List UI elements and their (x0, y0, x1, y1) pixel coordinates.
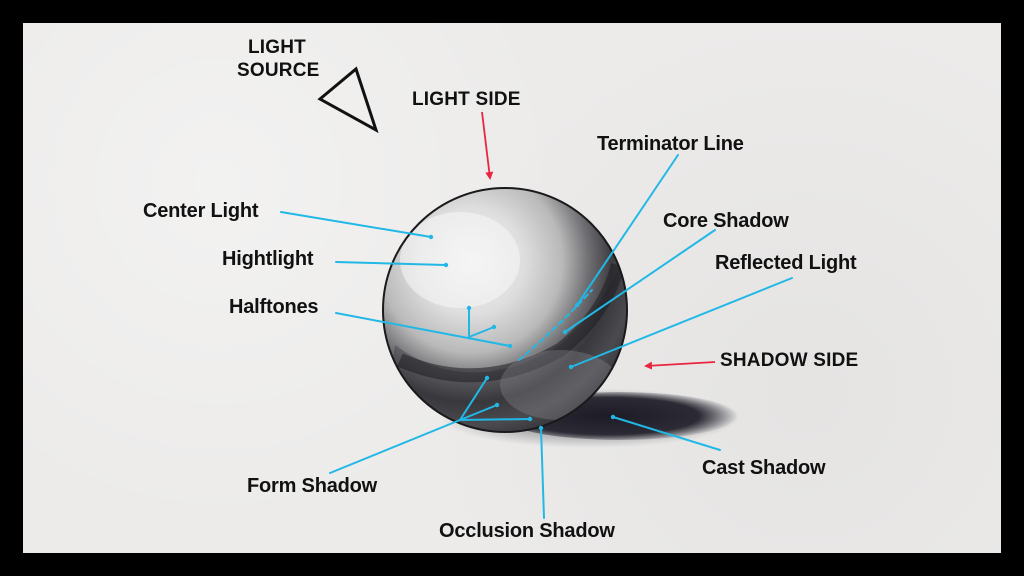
light-source-label-line1: LIGHT (248, 37, 306, 58)
core-shadow-leader (562, 229, 716, 335)
triangle-outline-icon (317, 66, 379, 134)
occlusion-shadow-label: Occlusion Shadow (439, 520, 615, 542)
light-source-label-line2: SOURCE (237, 60, 320, 81)
terminator-line-leader (518, 154, 679, 361)
light-side-label: LIGHT SIDE (412, 89, 521, 110)
form-shadow-label: Form Shadow (247, 475, 378, 497)
halftones-label: Halftones (229, 296, 319, 318)
reflected-light-label: Reflected Light (715, 252, 857, 274)
center-light-label: Center Light (143, 200, 259, 222)
highlight-leader (335, 261, 449, 268)
core-shadow-label: Core Shadow (663, 210, 789, 232)
cast-shadow-label: Cast Shadow (702, 457, 826, 479)
shadow-side-arrow (644, 361, 716, 370)
form-shadow-leader (329, 375, 533, 474)
light-side-arrow (481, 111, 494, 180)
terminator-line-label: Terminator Line (597, 133, 744, 155)
highlight-label: Hightlight (222, 248, 314, 270)
center-light-leader (280, 211, 434, 240)
cast-shadow-leader (610, 414, 721, 451)
sphere-drawing (382, 187, 628, 433)
shadow-side-label: SHADOW SIDE (720, 350, 859, 371)
reflected-light-leader (568, 277, 793, 370)
halftones-leader (335, 305, 513, 349)
occlusion-shadow-leader (538, 425, 545, 519)
light-source-label: LIGHT SOURCE (237, 36, 320, 82)
